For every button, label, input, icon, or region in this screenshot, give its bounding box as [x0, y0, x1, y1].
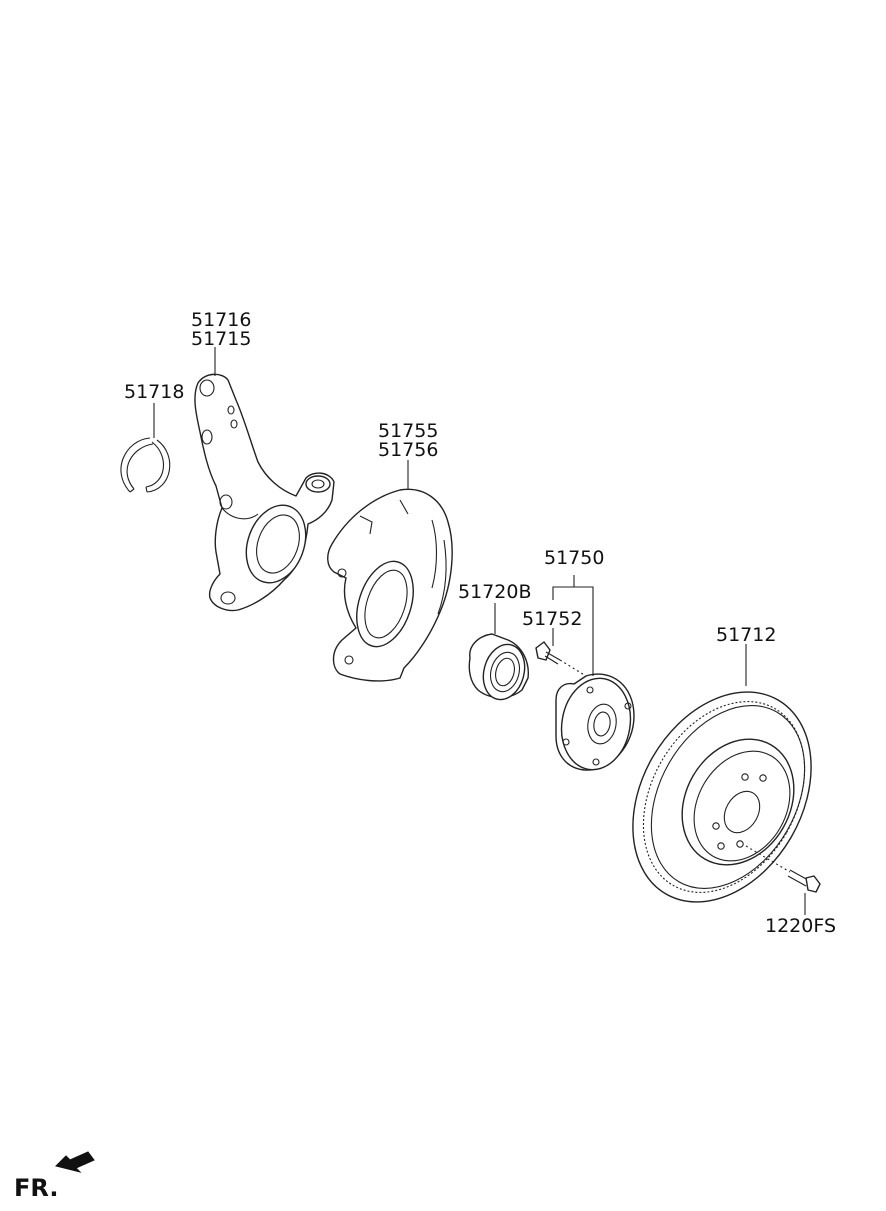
- wheel-hub-part: [555, 673, 635, 771]
- wheel-bearing-part: [468, 633, 529, 701]
- callout-snap-ring: 51718: [124, 381, 184, 403]
- callout-hub-assembly: 51750: [544, 547, 604, 569]
- callout-bearing: 51720B: [458, 581, 531, 603]
- brake-disc-part: [632, 691, 812, 903]
- callout-knuckle-a: 51716: [191, 309, 251, 331]
- disc-screw-part: [745, 845, 821, 893]
- callout-disc-screw: 1220FS: [765, 915, 836, 937]
- callout-brake-disc: 51712: [716, 624, 776, 646]
- front-direction-marker: FR.: [14, 1151, 95, 1202]
- hub-bolt-part: [535, 641, 587, 677]
- callout-hub-bolt: 51752: [522, 608, 582, 630]
- callout-dust-cover-b: 51756: [378, 439, 438, 461]
- snap-ring-part: [120, 437, 171, 493]
- callout-knuckle-b: 51715: [191, 328, 251, 350]
- dust-cover-part: [327, 488, 453, 682]
- front-direction-label: FR.: [14, 1174, 58, 1202]
- callout-dust-cover-a: 51755: [378, 420, 438, 442]
- front-arrow-icon: [55, 1151, 95, 1173]
- steering-knuckle-part: [194, 373, 335, 612]
- hub-assembly-bracket: [552, 575, 594, 676]
